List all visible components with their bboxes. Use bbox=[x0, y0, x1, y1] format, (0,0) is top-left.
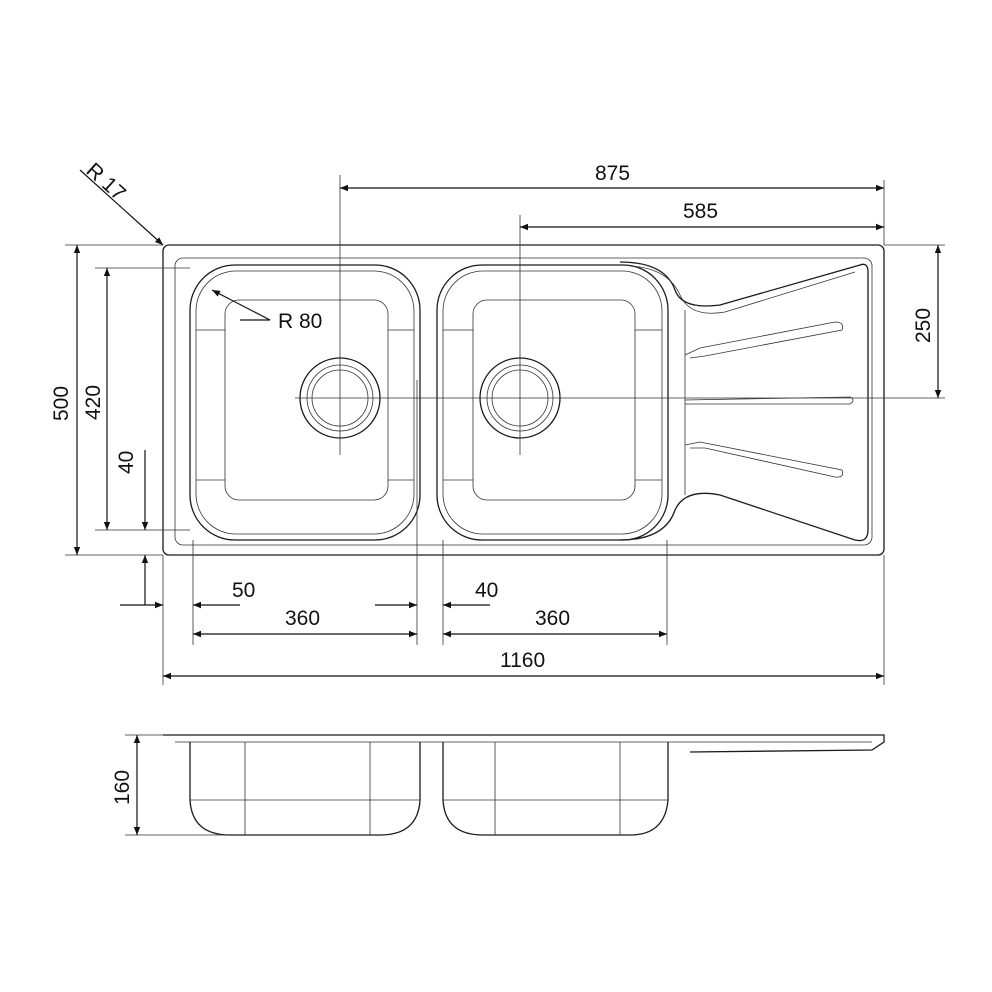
side-view: 160 bbox=[111, 734, 885, 836]
dim-160: 160 bbox=[111, 770, 134, 805]
corner-radius-label: R 17 bbox=[82, 159, 130, 206]
dim-250: 250 bbox=[912, 308, 935, 343]
dim-40-front: 40 bbox=[115, 451, 138, 474]
dim-360-left: 360 bbox=[285, 607, 320, 630]
dim-40-gap: 40 bbox=[475, 579, 498, 602]
dim-585: 585 bbox=[683, 200, 718, 223]
dim-875: 875 bbox=[595, 162, 630, 185]
centerlines bbox=[295, 175, 945, 455]
dim-500: 500 bbox=[50, 386, 73, 421]
drainboard bbox=[619, 261, 869, 542]
dim-420: 420 bbox=[82, 385, 105, 420]
right-bowl bbox=[436, 264, 669, 541]
dim-50: 50 bbox=[232, 579, 255, 602]
dim-1160: 1160 bbox=[500, 649, 545, 672]
sink-rim bbox=[174, 257, 873, 546]
bowl-radius-label: R 80 bbox=[278, 310, 322, 333]
top-view bbox=[162, 175, 945, 556]
dim-360-right: 360 bbox=[535, 607, 570, 630]
sink-outline bbox=[162, 244, 885, 556]
left-bowl bbox=[189, 264, 421, 541]
